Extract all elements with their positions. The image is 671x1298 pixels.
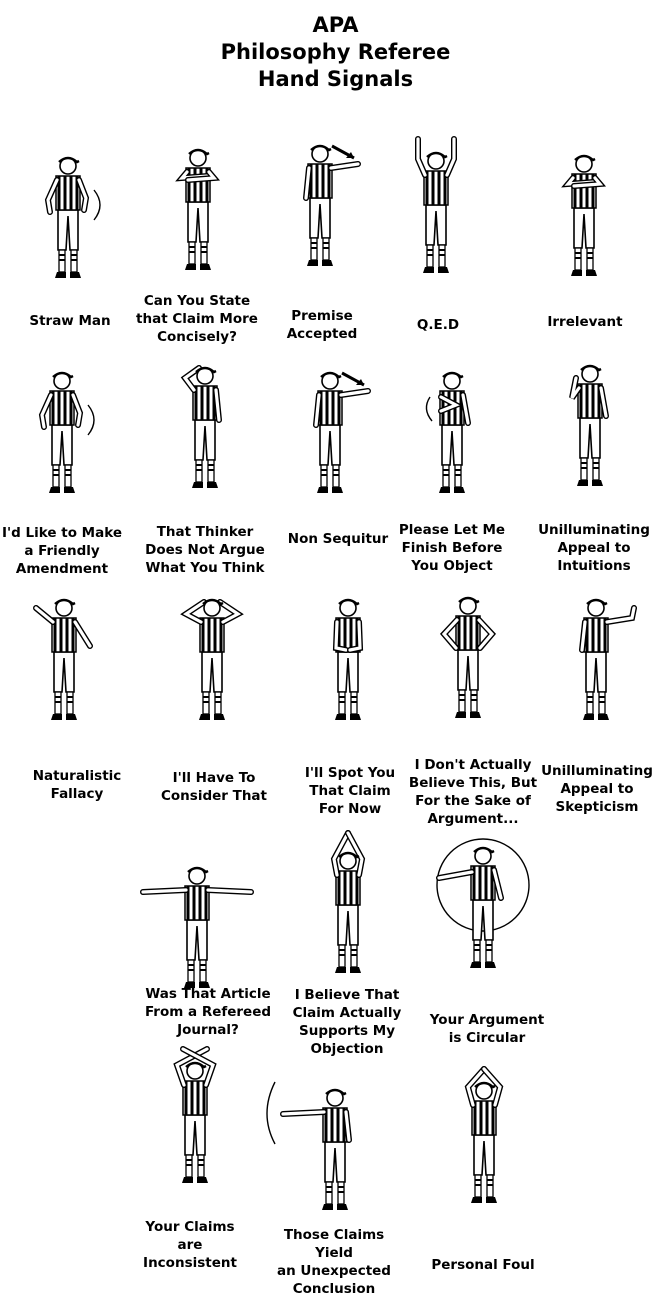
referee-figure	[266, 1072, 375, 1212]
referee-figure	[444, 1065, 524, 1205]
referee-figure	[158, 132, 238, 272]
referee-figure	[155, 1045, 235, 1185]
signal-caption: I Believe That Claim Actually Supports M…	[292, 987, 402, 1057]
referee-figure	[556, 582, 637, 722]
signal-caption: Personal Foul	[431, 1257, 535, 1273]
referee-figure	[22, 355, 102, 495]
referee-figure	[165, 350, 245, 490]
signal-caption: Straw Man	[29, 313, 111, 329]
signal-caption: I'd Like to Make a Friendly Amendment	[2, 525, 122, 577]
referee-figure	[280, 128, 361, 268]
referee-figure	[308, 582, 388, 722]
signal-caption: I'll Spot You That Claim For Now	[304, 765, 396, 817]
signal-caption: I'll Have To Consider That	[160, 770, 268, 804]
signal-caption: Can You State that Claim More Concisely?	[136, 293, 258, 345]
signal-caption: Please Let Me Finish Before You Object	[398, 522, 506, 574]
signal-caption: Premise Accepted	[286, 308, 358, 342]
signal-caption: Q.E.D	[416, 317, 460, 333]
referee-figure	[436, 830, 530, 970]
title-line-3: Hand Signals	[257, 67, 414, 91]
referee-figure	[140, 850, 254, 990]
referee-figure	[544, 138, 624, 278]
referee-figure	[308, 830, 388, 975]
signal-caption: Those Claims Yield an Unexpected Conclus…	[277, 1227, 391, 1297]
signal-caption: Non Sequitur	[287, 531, 389, 547]
referee-figure	[412, 355, 492, 495]
signal-caption: Unilluminating Appeal to Skepticism	[541, 763, 653, 815]
title-line-1: APA	[312, 13, 359, 37]
signal-caption: Was That Article From a Refereed Journal…	[144, 986, 272, 1038]
page-title: APA Philosophy Referee Hand Signals	[0, 12, 671, 93]
referee-figure	[290, 355, 371, 495]
referee-figure	[396, 135, 476, 275]
title-line-2: Philosophy Referee	[220, 40, 451, 64]
signal-caption: Your Claims are Inconsistent	[143, 1219, 237, 1271]
referee-figure	[28, 140, 108, 280]
signal-caption: Irrelevant	[547, 314, 623, 330]
referee-figure	[172, 582, 252, 722]
referee-figure	[550, 348, 630, 488]
signal-caption: That Thinker Does Not Argue What You Thi…	[145, 524, 265, 576]
signal-caption: Your Argument is Circular	[429, 1012, 545, 1046]
signal-caption: Naturalistic Fallacy	[32, 768, 122, 802]
signal-caption: Unilluminating Appeal to Intuitions	[538, 522, 650, 574]
referee-figure	[428, 580, 508, 720]
referee-figure	[24, 582, 104, 722]
signal-caption: I Don't Actually Believe This, But For t…	[408, 757, 538, 827]
